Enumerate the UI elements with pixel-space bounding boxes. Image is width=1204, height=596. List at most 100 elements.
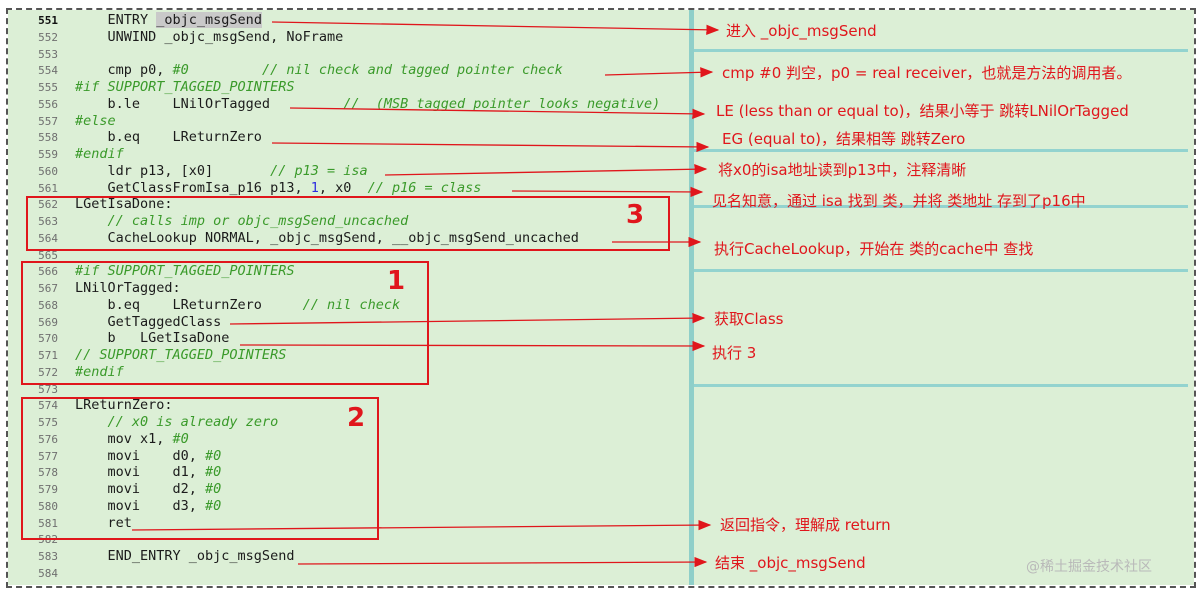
code-line: CacheLookup NORMAL, _objc_msgSend, __obj… bbox=[75, 230, 579, 247]
highlight-box-1 bbox=[21, 261, 429, 385]
code-token: b.eq LReturnZero bbox=[75, 129, 262, 146]
code-line: cmp p0, #0 // nil check and tagged point… bbox=[75, 62, 563, 79]
highlight-box-2 bbox=[21, 397, 379, 540]
code-token: 1 bbox=[310, 179, 319, 196]
line-number: 558 bbox=[38, 131, 58, 145]
code-token: mov x1, bbox=[75, 430, 173, 447]
column-divider bbox=[689, 10, 694, 585]
code-line: mov x1, #0 bbox=[75, 431, 189, 448]
code-token: #0 bbox=[205, 497, 222, 514]
code-line: LGetIsaDone: bbox=[75, 196, 173, 213]
code-token: UNWIND _objc_msgSend, NoFrame bbox=[75, 28, 344, 45]
line-number: 572 bbox=[38, 365, 58, 379]
code-token: GetClassFromIsa_p16 p13, bbox=[75, 179, 311, 196]
code-line: #else bbox=[75, 113, 116, 130]
line-number: 567 bbox=[38, 282, 58, 295]
line-number: 560 bbox=[38, 164, 58, 178]
code-token: , x0 bbox=[318, 179, 368, 196]
code-token: END_ENTRY _objc_msgSend bbox=[75, 548, 295, 564]
box-label-3: 3 bbox=[626, 200, 645, 230]
code-token: // (MSB tagged pointer looks negative) bbox=[343, 95, 661, 112]
code-line: b.eq LReturnZero bbox=[75, 129, 262, 146]
code-token: LGetIsaDone: bbox=[75, 196, 173, 213]
code-line: #endif bbox=[75, 146, 124, 163]
code-token: // p13 = isa bbox=[270, 162, 368, 179]
separator-line bbox=[694, 49, 1188, 52]
code-line: ENTRY _objc_msgSend bbox=[75, 12, 262, 29]
box-label-1: 1 bbox=[387, 266, 406, 296]
annotation-note: LE (less than or equal to)，结果小等于 跳转LNilO… bbox=[716, 102, 1129, 120]
annotation-arrow bbox=[131, 519, 712, 531]
code-token: ret bbox=[75, 514, 132, 531]
code-line: ret bbox=[75, 515, 132, 532]
code-token: #0 bbox=[205, 481, 222, 497]
line-number: 566 bbox=[38, 265, 58, 279]
code-token: movi d2, bbox=[75, 481, 206, 497]
code-line: movi d2, #0 bbox=[75, 481, 222, 498]
code-line: movi d0, #0 bbox=[75, 447, 222, 465]
code-token: #if SUPPORT_TAGGED_POINTERS bbox=[75, 79, 295, 95]
code-line: b LGetIsaDone bbox=[75, 330, 230, 347]
line-number: 561 bbox=[38, 181, 58, 195]
code-token: cmp p0, bbox=[75, 62, 173, 79]
code-line: b.le LNilOrTagged // (MSB tagged pointer… bbox=[75, 95, 661, 113]
line-number: 579 bbox=[38, 483, 58, 496]
code-line: // calls imp or objc_msgSend_uncached bbox=[75, 213, 409, 230]
code-line: movi d1, #0 bbox=[75, 464, 222, 481]
annotation-arrow bbox=[239, 340, 706, 352]
code-token: // p16 = class bbox=[367, 179, 482, 196]
code-line: // x0 is already zero bbox=[75, 414, 279, 431]
code-token: #0 bbox=[205, 447, 222, 464]
line-number: 564 bbox=[38, 231, 58, 245]
code-token: // calls imp or objc_msgSend_uncached bbox=[107, 213, 409, 229]
annotation-note: cmp #0 判空，p0 = real receiver，也就是方法的调用者。 bbox=[722, 64, 1132, 82]
code-token: ldr p13, [x0] bbox=[75, 162, 271, 179]
annotation-arrow bbox=[384, 164, 708, 176]
line-number: 580 bbox=[38, 499, 58, 513]
line-number: 584 bbox=[38, 566, 58, 580]
annotation-note: EG (equal to)，结果相等 跳转Zero bbox=[722, 130, 966, 148]
code-token: movi d0, bbox=[75, 447, 206, 464]
code-token: #0 bbox=[172, 430, 189, 447]
code-token: _objc_msgSend bbox=[156, 12, 262, 28]
code-editor bbox=[8, 10, 1194, 585]
box-label-2: 2 bbox=[347, 403, 366, 433]
line-number: 554 bbox=[38, 64, 58, 78]
line-number: 568 bbox=[38, 298, 58, 312]
line-number: 553 bbox=[38, 47, 58, 61]
line-number: 578 bbox=[38, 466, 58, 480]
code-token: CacheLookup NORMAL, _objc_msgSend, __obj… bbox=[75, 229, 579, 246]
code-token: #0 bbox=[205, 464, 222, 481]
code-token: b.le LNilOrTagged bbox=[75, 95, 344, 112]
line-number: 575 bbox=[38, 416, 58, 429]
annotation-arrow bbox=[289, 107, 706, 120]
code-token: // nil check bbox=[302, 296, 401, 313]
code-line: #endif bbox=[75, 364, 124, 381]
code-line: movi d3, #0 bbox=[75, 497, 222, 515]
line-number: 570 bbox=[38, 332, 58, 346]
code-token: movi d1, bbox=[75, 464, 206, 481]
separator-line bbox=[694, 149, 1188, 152]
code-token: LReturnZero: bbox=[75, 397, 173, 414]
code-line: #if SUPPORT_TAGGED_POINTERS bbox=[75, 263, 294, 280]
code-token: ENTRY bbox=[75, 12, 157, 28]
annotation-arrow bbox=[297, 556, 708, 568]
annotation-note: 将x0的isa地址读到p13中，注释清晰 bbox=[718, 161, 967, 179]
code-token: #if SUPPORT_TAGGED_POINTERS bbox=[75, 263, 295, 280]
code-token: movi d3, bbox=[75, 497, 206, 514]
annotation-note: 返回指令，理解成 return bbox=[720, 516, 891, 534]
annotation-arrow bbox=[604, 67, 714, 78]
line-number: 563 bbox=[38, 215, 58, 228]
line-number: 562 bbox=[38, 198, 58, 212]
annotation-arrow bbox=[511, 186, 704, 198]
line-number: 571 bbox=[38, 349, 58, 362]
code-token: // nil check and tagged pointer check bbox=[261, 62, 563, 79]
watermark: @稀土掘金技术社区 bbox=[1026, 559, 1152, 575]
annotation-note: 进入 _objc_msgSend bbox=[726, 22, 877, 40]
annotation-note: 结束 _objc_msgSend bbox=[715, 554, 866, 572]
line-number: 555 bbox=[38, 81, 58, 94]
code-token: b LGetIsaDone bbox=[75, 330, 230, 347]
highlight-box-3 bbox=[26, 196, 670, 251]
annotation-note: 获取Class bbox=[714, 310, 784, 328]
line-number: 574 bbox=[38, 399, 58, 413]
